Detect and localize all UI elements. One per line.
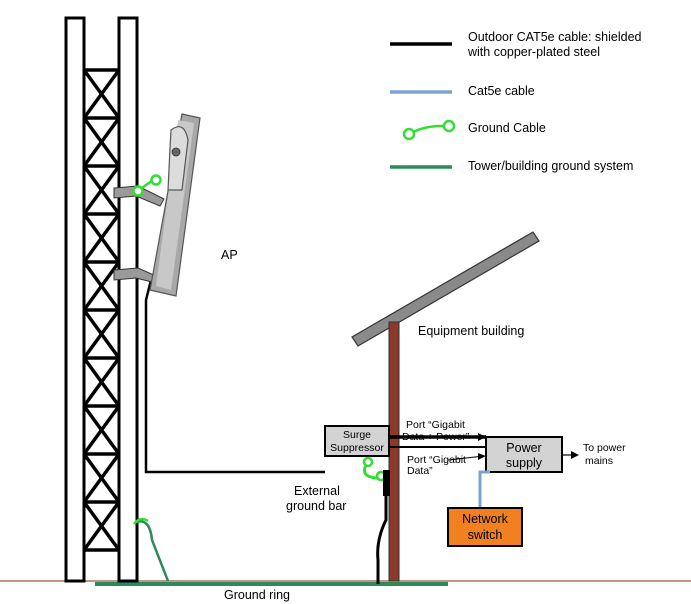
network-switch-label-line1: Network (462, 512, 509, 526)
legend-ground-cable-label: Ground Cable (468, 121, 546, 135)
external-ground-bar (376, 470, 390, 584)
legend-outdoor-cable-label-line1: Outdoor CAT5e cable: shielded (468, 30, 642, 44)
tower-left-leg (64, 16, 86, 583)
legend-cat5e-cable-label: Cat5e cable (468, 84, 535, 98)
suppressor-ground-cable (362, 456, 387, 482)
network-switch: Network switch (447, 507, 523, 547)
legend-outdoor-cable-label-line2: with copper-plated steel (467, 45, 600, 59)
surge-suppressor-label-line2: Suppressor (330, 442, 384, 454)
port-bottom-label-line1: Port “Gigabit (407, 454, 466, 466)
cat5e-cable-ps-to-switch (478, 470, 490, 508)
tower-ground-connection (133, 517, 170, 582)
outdoor-cable-tower-run (144, 275, 325, 474)
power-supply: Power supply (485, 436, 563, 473)
access-point (113, 113, 325, 474)
ap-label: AP (221, 248, 238, 262)
network-switch-label-line2: switch (468, 528, 503, 542)
power-supply-label-line1: Power (506, 441, 541, 455)
legend: Outdoor CAT5e cable: shielded with coppe… (390, 30, 642, 173)
surge-suppressor-label-line1: Surge (343, 429, 371, 441)
building-roof (351, 231, 540, 347)
ap-top-fitting (167, 126, 189, 191)
external-ground-bar-label-line1: External (294, 484, 340, 498)
power-supply-label-line2: supply (506, 456, 543, 470)
surge-suppressor: Surge Suppressor (324, 425, 390, 457)
ground-ring-label: Ground ring (224, 588, 290, 602)
tower-lattice (82, 68, 121, 552)
equipment-building (351, 231, 540, 582)
equipment-building-label: Equipment building (418, 324, 524, 338)
to-power-mains-label-line1: To power (583, 442, 626, 454)
to-power-mains-label-line2: mains (585, 455, 613, 467)
port-top-label-line1: Port “Gigabit (406, 419, 465, 431)
tower-right-leg (117, 16, 139, 583)
port-top-label-line2: Data + Power” (402, 431, 470, 443)
port-bottom-label-line2: Data” (407, 465, 433, 477)
legend-ground-system-label: Tower/building ground system (468, 159, 633, 173)
building-post (388, 321, 400, 582)
legend-ground-cable-swatch (402, 119, 456, 141)
external-ground-bar-label-line2: ground bar (286, 499, 346, 513)
ap-ground-cable (132, 174, 162, 197)
tower (64, 16, 139, 583)
